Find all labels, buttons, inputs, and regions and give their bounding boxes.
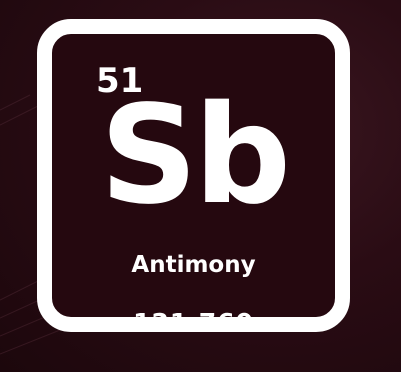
atomic-number: 51 <box>96 61 144 101</box>
element-name: Antimony <box>131 252 256 278</box>
element-tile: 51 Sb Antimony 121.760 <box>37 19 350 337</box>
atomic-mass: 121.760 <box>133 308 254 337</box>
element-symbol: Sb <box>99 77 291 235</box>
